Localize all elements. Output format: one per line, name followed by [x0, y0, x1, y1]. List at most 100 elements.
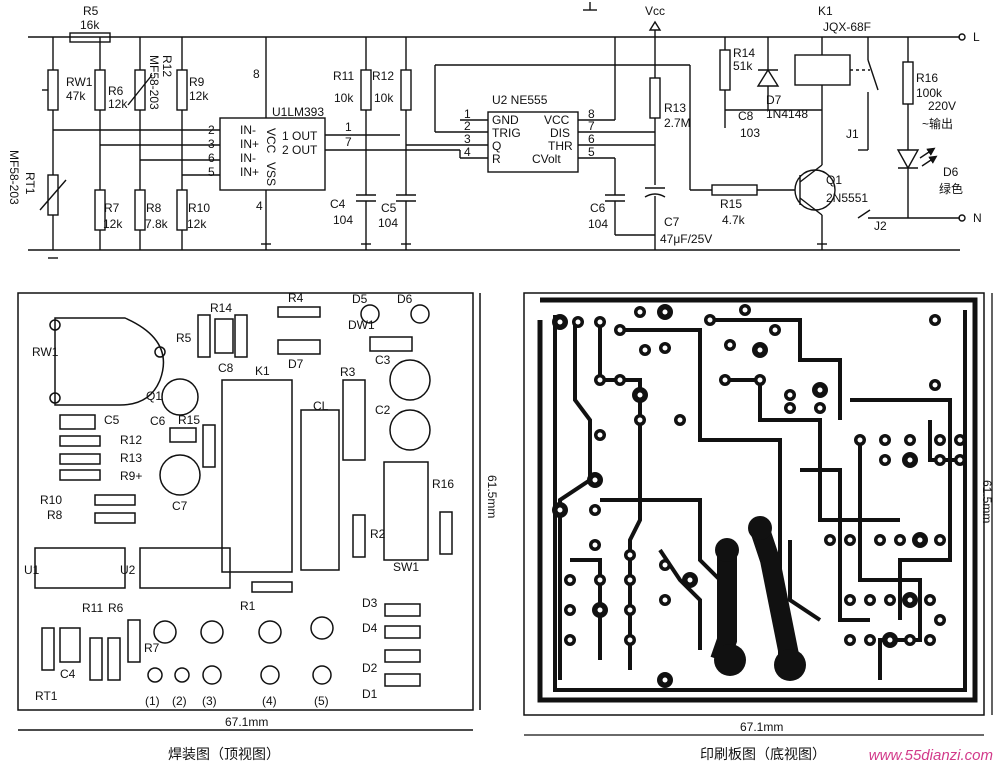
svg-text:7: 7	[588, 119, 595, 133]
pad-label-4: (4)	[262, 694, 277, 708]
r11-value: 10k	[334, 91, 354, 105]
svg-text:8: 8	[588, 107, 595, 121]
assembly-label-u1: U1	[24, 563, 40, 577]
svg-text:7: 7	[345, 135, 352, 149]
u1-pin4: 4	[256, 199, 263, 213]
assembly-label-r2: R2	[370, 527, 386, 541]
r6-value: 12k	[108, 97, 128, 111]
r16-value: 100k	[916, 86, 943, 100]
svg-text:1: 1	[345, 120, 352, 134]
rw1-value: 47k	[66, 89, 86, 103]
pad-label-3: (3)	[202, 694, 217, 708]
assembly-label-r1: R1	[240, 599, 256, 613]
rw1-label: RW1	[66, 75, 93, 89]
c5-label: C5	[381, 201, 397, 215]
u2-q: Q	[492, 139, 501, 153]
r10-value: 12k	[187, 217, 207, 231]
r15-value: 4.7k	[722, 213, 746, 227]
svg-text:5: 5	[208, 165, 215, 179]
r13-label: R13	[664, 101, 686, 115]
d7-value: 1N4148	[766, 107, 808, 121]
assembly-label-r9: R9+	[120, 469, 142, 483]
assembly-label-d3: D3	[362, 596, 378, 610]
assembly-height: 61.5mm	[485, 475, 499, 518]
assembly-label-c8: C8	[218, 361, 234, 375]
r8-label: R8	[146, 201, 162, 215]
assembly-label-r10: R10	[40, 493, 62, 507]
u1-vss: VSS	[264, 162, 278, 186]
d6-value: 绿色	[939, 181, 963, 196]
u1-in2m: IN-	[240, 151, 256, 165]
assembly-label-d2: D2	[362, 661, 378, 675]
pad-label-2: (2)	[172, 694, 187, 708]
u2-gnd: GND	[492, 113, 519, 127]
pcb-pads	[552, 304, 966, 688]
u1-in1p: IN+	[240, 137, 259, 151]
output-label-2: ~输出	[922, 116, 953, 131]
r9-value: 12k	[189, 89, 209, 103]
assembly-label-rt1: RT1	[35, 689, 58, 703]
assembly-label-sw1: SW1	[393, 560, 419, 574]
r12b-value: 10k	[374, 91, 394, 105]
assembly-label-r13: R13	[120, 451, 142, 465]
schematic	[28, 2, 966, 259]
assembly-label-dw1: DW1	[348, 318, 375, 332]
svg-text:4: 4	[464, 145, 471, 159]
relay-name: K1	[818, 4, 833, 18]
r12-value: MF58-203	[147, 55, 161, 110]
r12b-label: R12	[372, 69, 394, 83]
r10-label: R10	[188, 201, 210, 215]
u2-name: U2 NE555	[492, 93, 548, 107]
relay-model: JQX-68F	[823, 20, 871, 34]
assembly-label-rw1: RW1	[32, 345, 59, 359]
c6-value: 104	[588, 217, 608, 231]
u1-in1m: IN-	[240, 123, 256, 137]
c4-value: 104	[333, 213, 353, 227]
j2-label: J2	[874, 219, 887, 233]
terminal-l: L	[973, 30, 980, 44]
r15-label: R15	[720, 197, 742, 211]
r7-label: R7	[104, 201, 120, 215]
output-label: 220V	[928, 99, 956, 113]
schematic-labels: R5 16k RW1 47k R6 12k R12 MF58-203 R9 12…	[7, 4, 982, 246]
svg-text:3: 3	[208, 137, 215, 151]
assembly-width: 67.1mm	[225, 715, 268, 729]
assembly-label-c6: C6	[150, 414, 166, 428]
assembly-label-r16: R16	[432, 477, 454, 491]
assembly-label-r15: R15	[178, 413, 200, 427]
c4-label: C4	[330, 197, 346, 211]
q1-label: Q1	[826, 173, 842, 187]
r6-label: R6	[108, 84, 124, 98]
assembly-label-d1: D1	[362, 687, 378, 701]
assembly-label-r7: R7	[144, 641, 160, 655]
assembly-label-d6: D6	[397, 292, 413, 306]
u2-trig: TRIG	[492, 126, 521, 140]
svg-text:5: 5	[588, 145, 595, 159]
assembly-label-r12: R12	[120, 433, 142, 447]
c8-value: 103	[740, 126, 760, 140]
r14-label: R14	[733, 46, 755, 60]
c5-value: 104	[378, 216, 398, 230]
assembly-label-r11: R11	[82, 601, 103, 615]
r14-value: 51k	[733, 59, 753, 73]
assembly-label-cl: CL	[313, 399, 329, 413]
terminal-n: N	[973, 211, 982, 225]
assembly-caption: 焊装图（顶视图）	[168, 747, 280, 763]
assembly-label-d5: D5	[352, 292, 368, 306]
svg-text:6: 6	[588, 132, 595, 146]
pcb-drawing	[523, 292, 993, 736]
assembly-pad-labels: (1)(2)(3)(4)(5)	[145, 694, 329, 708]
rt1-value: MF58-203	[7, 150, 21, 205]
u2-thr: THR	[548, 139, 573, 153]
watermark-text: www.55dianzi.com	[868, 747, 993, 764]
q1-value: 2N5551	[826, 191, 868, 205]
j1-label: J1	[846, 127, 859, 141]
assembly-label-r3: R3	[340, 365, 356, 379]
assembly-label-c3: C3	[375, 353, 391, 367]
u2-cvolt: CVolt	[532, 152, 561, 166]
r5-value: 16k	[80, 18, 100, 32]
assembly-label-c7: C7	[172, 499, 188, 513]
r9-label: R9	[189, 75, 205, 89]
